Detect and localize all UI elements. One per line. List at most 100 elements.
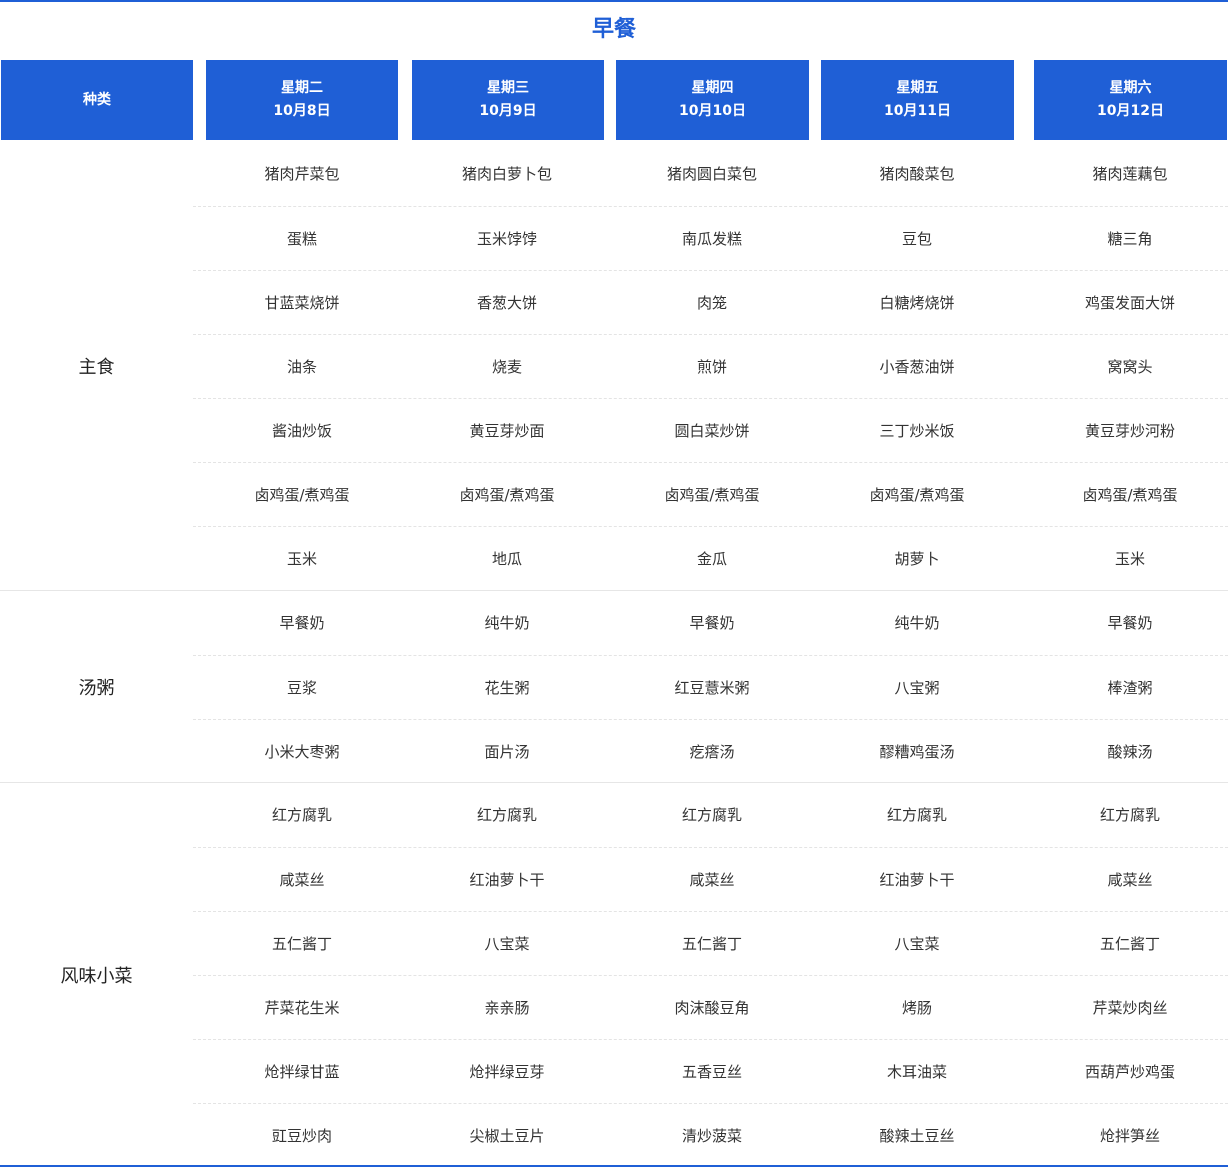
menu-item-cell: 玉米 bbox=[286, 550, 317, 568]
menu-item-cell: 甘蓝菜烧饼 bbox=[264, 294, 340, 312]
menu-item-cell: 红方腐乳 bbox=[681, 806, 742, 824]
menu-item-cell: 蛋糕 bbox=[286, 230, 317, 248]
menu-item-cell: 酸辣土豆丝 bbox=[879, 1127, 955, 1145]
menu-item-cell: 猪肉酸菜包 bbox=[879, 165, 955, 183]
table-row: 豆浆花生粥红豆薏米粥八宝粥棒渣粥 bbox=[193, 655, 1228, 720]
menu-item-cell: 红方腐乳 bbox=[271, 806, 332, 824]
menu-item-cell: 胡萝卜 bbox=[894, 550, 940, 568]
table-row: 炝拌绿甘蓝炝拌绿豆芽五香豆丝木耳油菜西葫芦炒鸡蛋 bbox=[193, 1039, 1228, 1104]
table-row: 芹菜花生米亲亲肠肉沫酸豆角烤肠芹菜炒肉丝 bbox=[193, 975, 1228, 1040]
menu-item-cell: 金瓜 bbox=[696, 550, 727, 568]
menu-item-cell: 白糖烤烧饼 bbox=[879, 294, 955, 312]
menu-item-cell: 纯牛奶 bbox=[894, 614, 940, 632]
menu-item-cell: 猪肉白萝卜包 bbox=[461, 165, 552, 183]
header-date: 10月9日 bbox=[479, 103, 537, 119]
menu-item-cell: 黄豆芽炒河粉 bbox=[1084, 422, 1175, 440]
menu-item-cell: 西葫芦炒鸡蛋 bbox=[1084, 1063, 1175, 1081]
menu-item-cell: 卤鸡蛋/煮鸡蛋 bbox=[664, 486, 760, 504]
menu-item-cell: 三丁炒米饭 bbox=[879, 422, 955, 440]
menu-item-cell: 卤鸡蛋/煮鸡蛋 bbox=[869, 486, 965, 504]
category-group: 汤粥早餐奶纯牛奶早餐奶纯牛奶早餐奶豆浆花生粥红豆薏米粥八宝粥棒渣粥小米大枣粥面片… bbox=[0, 590, 1228, 783]
menu-item-cell: 红方腐乳 bbox=[886, 806, 947, 824]
menu-item-cell: 卤鸡蛋/煮鸡蛋 bbox=[254, 486, 350, 504]
menu-item-cell: 红方腐乳 bbox=[1099, 806, 1160, 824]
menu-item-cell: 纯牛奶 bbox=[484, 614, 530, 632]
menu-item-cell: 豇豆炒肉 bbox=[271, 1127, 332, 1145]
header-day: 星期三 10月9日 bbox=[412, 60, 604, 140]
category-label: 汤粥 bbox=[78, 678, 115, 699]
menu-item-cell: 咸菜丝 bbox=[279, 871, 325, 889]
category-group: 主食猪肉芹菜包猪肉白萝卜包猪肉圆白菜包猪肉酸菜包猪肉莲藕包蛋糕玉米饽饽南瓜发糕豆… bbox=[0, 142, 1228, 590]
menu-item-cell: 五仁酱丁 bbox=[271, 935, 332, 953]
table-row: 红方腐乳红方腐乳红方腐乳红方腐乳红方腐乳 bbox=[193, 783, 1228, 847]
header-day: 星期五 10月11日 bbox=[821, 60, 1014, 140]
menu-item-cell: 面片汤 bbox=[484, 743, 530, 761]
menu-item-cell: 小香葱油饼 bbox=[879, 358, 955, 376]
menu-item-cell: 五香豆丝 bbox=[681, 1063, 742, 1081]
menu-item-cell: 芹菜炒肉丝 bbox=[1092, 999, 1168, 1017]
menu-item-cell: 炝拌绿甘蓝 bbox=[264, 1063, 340, 1081]
table-row: 卤鸡蛋/煮鸡蛋卤鸡蛋/煮鸡蛋卤鸡蛋/煮鸡蛋卤鸡蛋/煮鸡蛋卤鸡蛋/煮鸡蛋 bbox=[193, 462, 1228, 527]
menu-item-cell: 红油萝卜干 bbox=[879, 871, 955, 889]
header-weekday: 星期五 bbox=[896, 80, 939, 96]
menu-item-cell: 疙瘩汤 bbox=[689, 743, 735, 761]
header-category-label: 种类 bbox=[83, 91, 111, 108]
menu-item-cell: 酸辣汤 bbox=[1107, 743, 1153, 761]
menu-item-cell: 小米大枣粥 bbox=[264, 743, 340, 761]
menu-item-cell: 八宝粥 bbox=[894, 679, 940, 697]
header-weekday: 星期四 bbox=[691, 80, 734, 96]
menu-item-cell: 豆包 bbox=[901, 230, 932, 248]
menu-item-cell: 八宝菜 bbox=[484, 935, 530, 953]
menu-item-cell: 卤鸡蛋/煮鸡蛋 bbox=[459, 486, 555, 504]
menu-item-cell: 八宝菜 bbox=[894, 935, 940, 953]
table-row: 油条烧麦煎饼小香葱油饼窝窝头 bbox=[193, 334, 1228, 399]
header-date: 10月11日 bbox=[884, 103, 951, 119]
menu-item-cell: 清炒菠菜 bbox=[681, 1127, 742, 1145]
menu-item-cell: 烤肠 bbox=[901, 999, 932, 1017]
header-category: 种类 bbox=[1, 60, 193, 140]
menu-item-cell: 地瓜 bbox=[491, 550, 522, 568]
menu-item-cell: 五仁酱丁 bbox=[1099, 935, 1160, 953]
menu-item-cell: 肉沫酸豆角 bbox=[674, 999, 750, 1017]
menu-item-cell: 芹菜花生米 bbox=[264, 999, 340, 1017]
menu-item-cell: 玉米饽饽 bbox=[476, 230, 537, 248]
menu-item-cell: 咸菜丝 bbox=[689, 871, 735, 889]
category-label: 风味小菜 bbox=[60, 966, 133, 987]
menu-item-cell: 烧麦 bbox=[491, 358, 522, 376]
menu-item-cell: 香葱大饼 bbox=[476, 294, 537, 312]
menu-item-cell: 猪肉莲藕包 bbox=[1092, 165, 1168, 183]
menu-item-cell: 猪肉圆白菜包 bbox=[666, 165, 757, 183]
table-row: 蛋糕玉米饽饽南瓜发糕豆包糖三角 bbox=[193, 206, 1228, 271]
category-group: 风味小菜红方腐乳红方腐乳红方腐乳红方腐乳红方腐乳咸菜丝红油萝卜干咸菜丝红油萝卜干… bbox=[0, 782, 1228, 1167]
table-row: 猪肉芹菜包 猪肉白萝卜包 猪肉圆白菜包 猪肉酸菜包 猪肉莲藕包 bbox=[193, 142, 1228, 206]
menu-item-cell: 鸡蛋发面大饼 bbox=[1084, 294, 1175, 312]
menu-item-cell: 圆白菜炒饼 bbox=[674, 422, 750, 440]
menu-item-cell: 早餐奶 bbox=[689, 614, 735, 632]
table-row: 早餐奶 纯牛奶 早餐奶 纯牛奶 早餐奶 bbox=[193, 591, 1228, 655]
menu-item-cell: 五仁酱丁 bbox=[681, 935, 742, 953]
header-date: 10月8日 bbox=[273, 103, 331, 119]
menu-item-cell: 南瓜发糕 bbox=[681, 230, 742, 248]
header-weekday: 星期二 bbox=[281, 80, 323, 96]
menu-item-cell: 早餐奶 bbox=[279, 614, 325, 632]
menu-item-cell: 尖椒土豆片 bbox=[469, 1127, 545, 1145]
table-row: 豇豆炒肉尖椒土豆片清炒菠菜酸辣土豆丝炝拌笋丝 bbox=[193, 1103, 1228, 1168]
menu-item-cell: 猪肉芹菜包 bbox=[264, 165, 340, 183]
header-weekday: 星期三 bbox=[487, 80, 529, 96]
menu-item-cell: 煎饼 bbox=[696, 358, 727, 376]
menu-item-cell: 早餐奶 bbox=[1107, 614, 1153, 632]
menu-item-cell: 棒渣粥 bbox=[1107, 679, 1153, 697]
table-row: 小米大枣粥面片汤疙瘩汤醪糟鸡蛋汤酸辣汤 bbox=[193, 719, 1228, 784]
menu-item-cell: 玉米 bbox=[1114, 550, 1145, 568]
header-date: 10月12日 bbox=[1097, 103, 1164, 119]
menu-title: 早餐 bbox=[591, 17, 636, 42]
menu-item-cell: 炝拌绿豆芽 bbox=[469, 1063, 545, 1081]
table-row: 酱油炒饭黄豆芽炒面圆白菜炒饼三丁炒米饭黄豆芽炒河粉 bbox=[193, 398, 1228, 463]
table-body: 主食猪肉芹菜包猪肉白萝卜包猪肉圆白菜包猪肉酸菜包猪肉莲藕包蛋糕玉米饽饽南瓜发糕豆… bbox=[0, 142, 1228, 1164]
table-row: 甘蓝菜烧饼香葱大饼肉笼白糖烤烧饼鸡蛋发面大饼 bbox=[193, 270, 1228, 335]
menu-item-cell: 黄豆芽炒面 bbox=[469, 422, 545, 440]
